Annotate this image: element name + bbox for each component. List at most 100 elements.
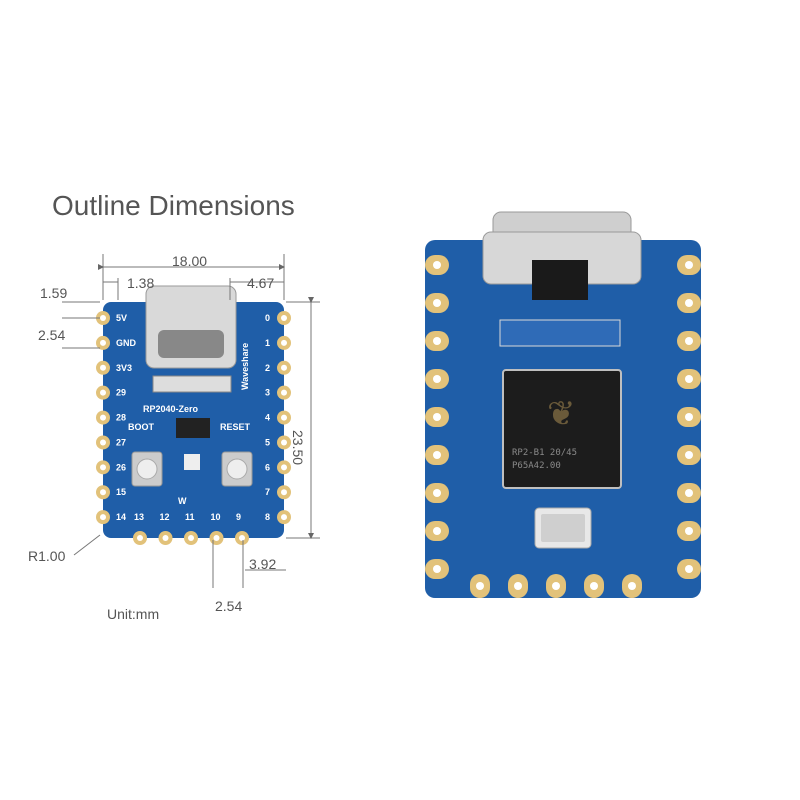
header-strip xyxy=(152,375,232,393)
boot-label: BOOT xyxy=(128,422,155,432)
pin-label-right: 2 xyxy=(265,363,270,373)
pin-label-left: 27 xyxy=(116,437,126,447)
chip-marking-2: P65A42.00 xyxy=(512,461,561,471)
pin-label-left: 15 xyxy=(116,487,126,497)
photo-pad-hole xyxy=(685,451,693,459)
pad-hole xyxy=(100,339,106,346)
photo-pad-hole xyxy=(628,582,636,590)
pin-label-left: 3V3 xyxy=(116,363,132,373)
pin-label-bottom: 13 xyxy=(134,512,144,522)
board-photo: ❦ RP2-B1 20/45 P65A42.00 xyxy=(425,211,701,598)
photo-pad-hole xyxy=(514,582,522,590)
pin-label-left: 29 xyxy=(116,388,126,398)
brand-label: Waveshare xyxy=(240,343,250,390)
photo-pad-hole xyxy=(685,527,693,535)
pad-hole xyxy=(281,389,287,396)
pin-label-right: 3 xyxy=(265,388,270,398)
pin-label-right: 0 xyxy=(265,313,270,323)
dim-left-offset: 1.38 xyxy=(127,275,154,291)
pad-hole xyxy=(281,414,287,421)
photo-right-pads xyxy=(677,255,701,579)
pad-hole xyxy=(213,535,220,541)
photo-left-pads xyxy=(425,255,449,579)
photo-pad-hole xyxy=(685,337,693,345)
photo-pad-hole xyxy=(433,299,441,307)
dim-pin-pitch-bottom: 2.54 xyxy=(215,598,242,614)
photo-pad-hole xyxy=(685,413,693,421)
pad-hole xyxy=(100,364,106,371)
pin-label-right: 7 xyxy=(265,487,270,497)
pad-hole xyxy=(281,315,287,321)
pad-hole xyxy=(100,414,106,421)
pin-label-right: 1 xyxy=(265,338,270,348)
rgb-led xyxy=(184,454,200,470)
pad-hole xyxy=(100,514,106,521)
pad-hole xyxy=(162,535,169,541)
photo-pad-hole xyxy=(433,489,441,497)
photo-bottom-pads xyxy=(470,574,642,598)
photo-pad-hole xyxy=(433,375,441,383)
dim-corner-radius: R1.00 xyxy=(28,548,66,564)
unit-label: Unit:mm xyxy=(107,606,160,622)
pin-label-left: 5V xyxy=(116,313,127,323)
pin-label-left: 14 xyxy=(116,512,126,522)
right-pads: 0 1 2 3 4 5 6 7 8 xyxy=(265,311,291,525)
dim-width: 18.00 xyxy=(172,253,207,269)
pad-hole xyxy=(100,439,106,446)
diagram-title: Outline Dimensions xyxy=(52,190,295,221)
dim-bottom-offset: 3.92 xyxy=(249,556,276,572)
pad-hole xyxy=(281,514,287,521)
regulator-chip xyxy=(176,418,210,438)
boot-button-cap xyxy=(136,458,158,480)
pin-label-left: 26 xyxy=(116,462,126,472)
left-pads: 5V GND 3V3 29 28 27 26 15 14 xyxy=(96,311,137,525)
dim-top-margin: 1.59 xyxy=(40,285,67,301)
pad-hole xyxy=(281,464,287,471)
pad-hole xyxy=(281,489,287,496)
pad-hole xyxy=(281,339,287,346)
photo-regulator xyxy=(532,260,588,300)
pad-hole xyxy=(281,364,287,371)
pin-label-right: 6 xyxy=(265,462,270,472)
waveshare-logo: W xyxy=(178,496,187,506)
photo-pad-hole xyxy=(433,261,441,269)
board-name: RP2040-Zero xyxy=(143,404,199,414)
pad-hole xyxy=(137,535,143,541)
dim-right-offset: 4.67 xyxy=(247,275,274,291)
photo-pad-hole xyxy=(433,413,441,421)
pad-hole xyxy=(100,315,106,321)
pin-label-bottom: 12 xyxy=(160,512,170,522)
photo-pad-hole xyxy=(476,582,484,590)
dim-height: 23.50 xyxy=(290,430,306,465)
chip-marking-1: RP2-B1 20/45 xyxy=(512,448,577,458)
photo-pad-hole xyxy=(685,489,693,497)
reset-label: RESET xyxy=(220,422,251,432)
photo-pad-hole xyxy=(685,565,693,573)
photo-pad-hole xyxy=(433,565,441,573)
rp2040-chip xyxy=(502,369,622,489)
pin-label-left: 28 xyxy=(116,413,126,423)
pin-label-right: 5 xyxy=(265,437,270,447)
photo-pad-hole xyxy=(590,582,598,590)
pin-label-bottom: 9 xyxy=(236,512,241,522)
raspberry-logo-icon: ❦ xyxy=(547,395,576,433)
usb-c-port xyxy=(158,330,224,358)
pad-hole xyxy=(188,535,194,541)
pad-hole xyxy=(100,389,106,396)
reset-button-cap xyxy=(226,458,248,480)
photo-pad-hole xyxy=(685,299,693,307)
photo-pad-hole xyxy=(433,451,441,459)
pad-hole xyxy=(281,439,287,446)
pin-label-bottom: 10 xyxy=(211,512,221,522)
pad-hole xyxy=(239,535,245,541)
crystal-top xyxy=(541,514,585,542)
pin-label-right: 4 xyxy=(265,413,270,423)
pin-label-right: 8 xyxy=(265,512,270,522)
pad-hole xyxy=(100,464,106,471)
photo-resistor-row xyxy=(499,319,621,347)
photo-pad-hole xyxy=(685,375,693,383)
photo-pad-hole xyxy=(433,527,441,535)
pin-label-left: GND xyxy=(116,338,137,348)
